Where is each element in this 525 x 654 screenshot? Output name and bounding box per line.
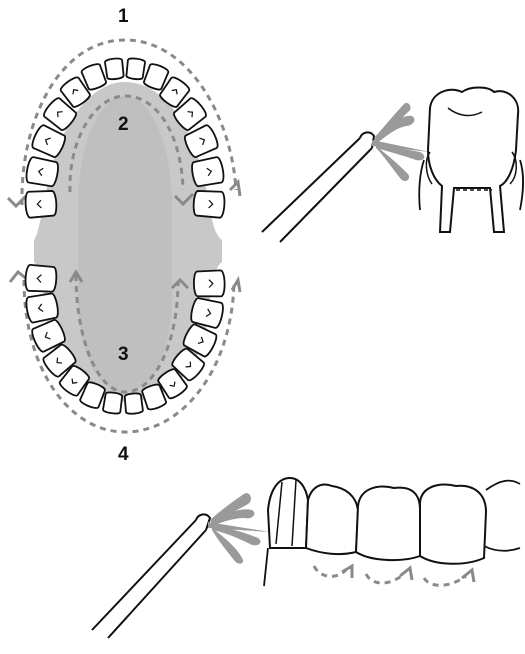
irrigator-nozzle xyxy=(92,520,206,638)
tooth-side-4 xyxy=(420,485,486,564)
arrow-icon xyxy=(462,570,474,582)
arrow-icon xyxy=(400,568,412,580)
upper-tooth xyxy=(25,190,57,218)
irrigator-tip xyxy=(196,514,210,530)
gum-line xyxy=(264,548,268,586)
jaw-line-bottom xyxy=(484,546,520,551)
irrigator-front-view xyxy=(262,88,523,243)
dental-arch-diagram xyxy=(8,40,240,432)
tooth-side-1 xyxy=(268,478,308,548)
tooth-side-2 xyxy=(306,485,358,555)
arrow-icon xyxy=(232,280,240,292)
upper-tooth xyxy=(190,156,225,187)
upper-tooth xyxy=(193,190,225,218)
tooth-side-3 xyxy=(356,487,420,561)
irrigator-tip xyxy=(360,132,374,148)
guide-path-side xyxy=(314,566,466,585)
upper-tooth xyxy=(126,58,146,80)
step-number-4: 4 xyxy=(118,444,129,466)
lower-tooth xyxy=(194,270,225,297)
lower-tooth xyxy=(124,393,143,415)
upper-tooth xyxy=(105,58,125,80)
irrigator-side-view xyxy=(92,478,520,638)
jaw-line-back xyxy=(486,481,520,490)
step-number-2: 2 xyxy=(118,114,129,136)
lower-tooth xyxy=(103,392,123,415)
step-number-1: 1 xyxy=(118,6,129,28)
gum-line-right xyxy=(520,160,523,210)
lower-tooth xyxy=(25,292,60,323)
lower-tooth xyxy=(25,265,57,293)
step-number-3: 3 xyxy=(118,344,129,366)
molar-tooth-front xyxy=(428,88,518,233)
arrow-icon xyxy=(342,566,352,578)
gum-line-left xyxy=(419,160,424,210)
arrow-icon xyxy=(230,182,240,196)
upper-tooth xyxy=(25,156,60,187)
irrigator-nozzle xyxy=(262,138,372,242)
water-spray xyxy=(208,493,270,564)
